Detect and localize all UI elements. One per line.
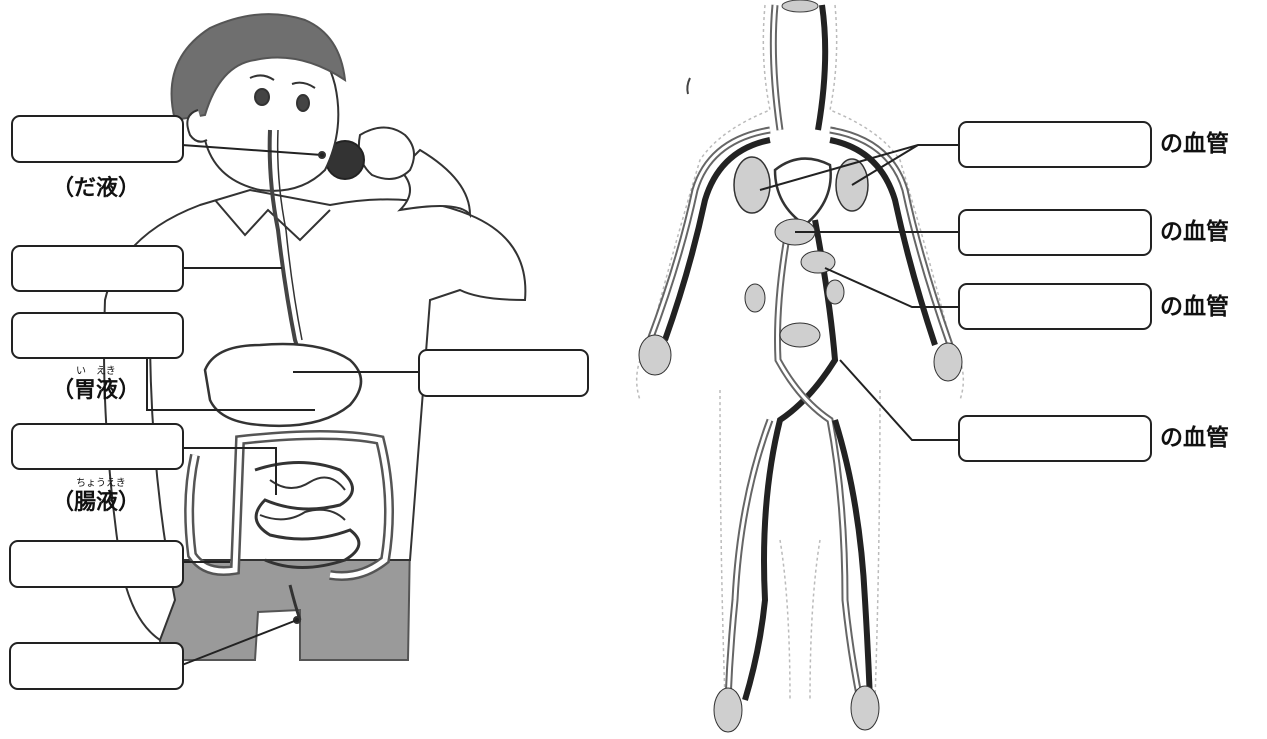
- gastric-ruby: い えき: [76, 367, 116, 377]
- hand-capillary-left: [639, 335, 671, 375]
- hand-capillary-right: [934, 343, 962, 381]
- vessel-suffix-liver: の血管: [1160, 221, 1229, 244]
- vessel-suffix-kidney: の血管: [1160, 427, 1229, 450]
- answer-box-esophagus[interactable]: [11, 245, 184, 292]
- kidney-left: [745, 284, 765, 312]
- leg-outline: [720, 390, 880, 700]
- answer-box-vessel-small-intestine[interactable]: [958, 283, 1152, 330]
- foot-capillary-left: [714, 688, 742, 732]
- answer-box-vessel-kidney[interactable]: [958, 415, 1152, 462]
- answer-box-liver[interactable]: [418, 349, 589, 397]
- answer-box-mouth[interactable]: [11, 115, 184, 163]
- head-capillary: [782, 0, 818, 12]
- neck-vessel-dark: [818, 5, 825, 130]
- intestine-capillary: [780, 323, 820, 347]
- circulatory-figure: [637, 5, 964, 700]
- blood-vessels: [639, 0, 962, 732]
- kidney-right: [826, 280, 844, 304]
- answer-box-vessel-lungs[interactable]: [958, 121, 1152, 168]
- heart: [775, 159, 831, 225]
- answer-box-large-intestine[interactable]: [9, 540, 184, 588]
- vessel-suffix-lungs: の血管: [1160, 133, 1229, 156]
- eye: [255, 89, 269, 105]
- foot-capillary-right: [851, 686, 879, 730]
- saliva-label: （だ液）: [52, 178, 140, 200]
- eye: [297, 95, 309, 111]
- answer-box-stomach[interactable]: [11, 312, 184, 359]
- lung-left: [734, 157, 770, 213]
- stray-mark: [687, 78, 690, 94]
- vessel-suffix-small-intestine: の血管: [1160, 296, 1229, 319]
- intestinal-ruby: ちょうえき: [76, 479, 126, 489]
- answer-box-vessel-liver[interactable]: [958, 209, 1152, 256]
- intestinal-juice-label: （腸液）: [52, 492, 140, 514]
- hand: [359, 128, 414, 180]
- answer-box-anus[interactable]: [9, 642, 184, 690]
- mouth-point: [319, 152, 325, 158]
- gastric-juice-label: （胃液）: [52, 380, 140, 402]
- stomach: [205, 344, 361, 426]
- answer-box-small-intestine[interactable]: [11, 423, 184, 470]
